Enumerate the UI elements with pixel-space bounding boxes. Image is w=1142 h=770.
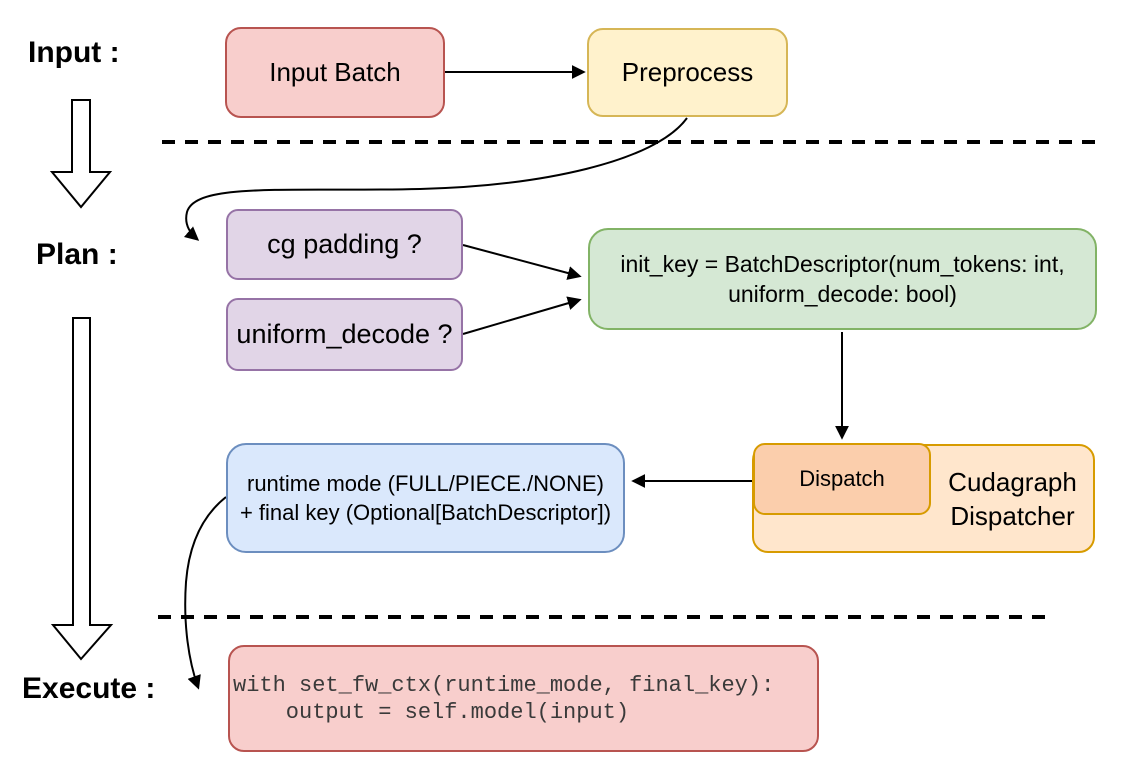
arrow-preprocess-to-cgpadding — [183, 117, 688, 241]
arrow-uniformdecode-to-initkey — [462, 296, 582, 335]
node-uniform-decode: uniform_decode ? — [226, 298, 463, 371]
node-uniform-decode-label: uniform_decode ? — [236, 319, 453, 349]
node-execute-code-line1: with set_fw_ctx(runtime_mode, final_key)… — [233, 672, 775, 698]
node-cudagraph-dispatcher-line1: Cudagraph — [948, 466, 1077, 497]
node-cg-padding: cg padding ? — [226, 209, 463, 280]
section-label-input: Input : — [28, 36, 120, 69]
node-preprocess: Preprocess — [587, 28, 788, 117]
arrow-runtime-to-executecode — [184, 496, 227, 690]
hollow-arrow-plan-to-execute — [50, 317, 114, 661]
node-cudagraph-dispatcher-line2: Dispatcher — [950, 500, 1075, 531]
node-cg-padding-label: cg padding ? — [267, 229, 422, 259]
node-execute-code-line2: output = self.model(input) — [233, 699, 630, 725]
node-preprocess-label: Preprocess — [621, 57, 754, 87]
node-init-key: init_key = BatchDescriptor(num_tokens: i… — [588, 228, 1097, 330]
node-runtime-result-line2: + final key (Optional[BatchDescriptor]) — [239, 500, 612, 525]
node-execute-code: with set_fw_ctx(runtime_mode, final_key)… — [228, 645, 819, 752]
node-init-key-line1: init_key = BatchDescriptor(num_tokens: i… — [620, 251, 1065, 277]
node-runtime-result-line1: runtime mode (FULL/PIECE./NONE) — [247, 471, 604, 496]
node-dispatch-label: Dispatch — [799, 466, 885, 491]
node-input-batch: Input Batch — [225, 27, 445, 118]
node-init-key-line2: uniform_decode: bool) — [728, 281, 957, 307]
node-dispatch: Dispatch — [753, 443, 931, 515]
section-label-execute: Execute : — [22, 672, 156, 705]
node-runtime-result: runtime mode (FULL/PIECE./NONE) + final … — [226, 443, 625, 553]
arrow-cgpadding-to-initkey — [462, 244, 582, 280]
hollow-arrow-input-to-plan — [49, 99, 113, 209]
section-label-plan: Plan : — [36, 238, 118, 271]
node-input-batch-label: Input Batch — [269, 57, 401, 87]
